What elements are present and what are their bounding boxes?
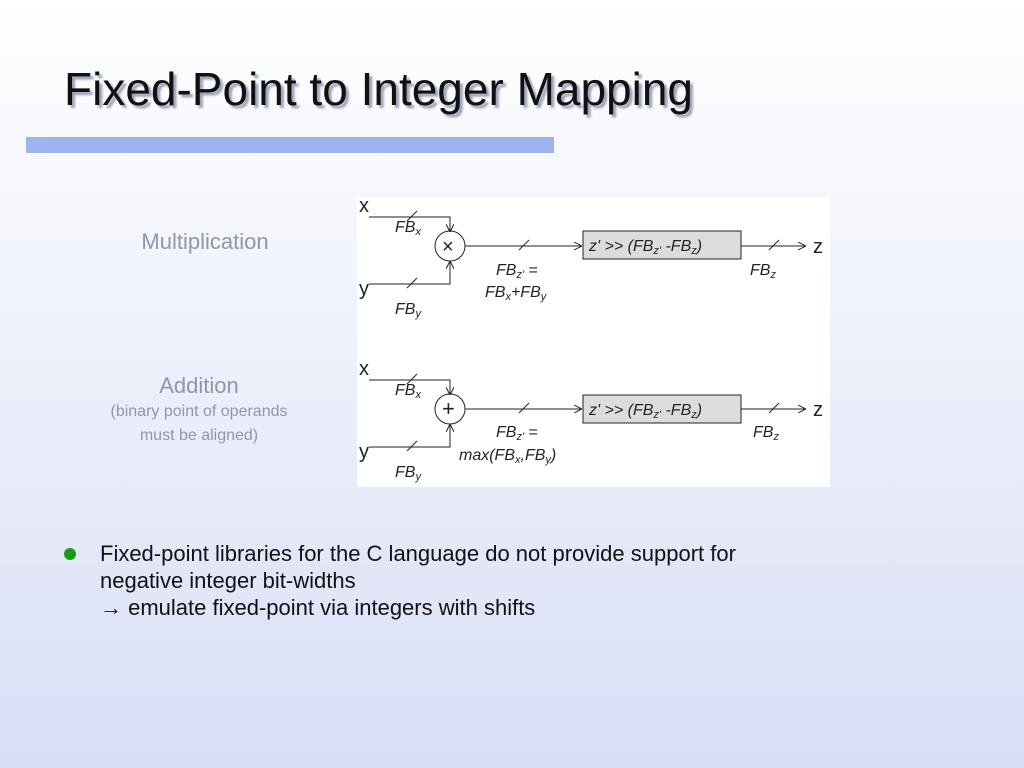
- mult-input-x: x: [359, 197, 369, 217]
- add-fb-y: FBy: [395, 464, 422, 483]
- addition-label: Addition: [159, 373, 239, 398]
- fixed-point-diagram: x y z × FBx FBy FBz' = FBx+FBy z' >> (FB…: [359, 195, 823, 483]
- plus-operator-icon: +: [442, 396, 455, 421]
- add-fbz-prime-label: FBz' =: [496, 424, 538, 443]
- bullet-line-1: Fixed-point libraries for the C language…: [100, 541, 736, 566]
- mult-y-wire: [369, 262, 450, 285]
- diagram-panel: x y z × FBx FBy FBz' = FBx+FBy z' >> (FB…: [357, 195, 830, 487]
- mult-fb-z: FBz: [750, 262, 776, 281]
- bullet-line-2: negative integer bit-widths: [100, 568, 356, 593]
- mult-formula: FBx+FBy: [485, 284, 548, 303]
- add-out-bit-tick: [768, 402, 780, 414]
- bullet-text: Fixed-point libraries for the C language…: [100, 540, 980, 621]
- bullet-line-3: → emulate fixed-point via integers with …: [100, 595, 536, 620]
- addition-note-line1: (binary point of operands: [110, 403, 288, 420]
- add-x-bit-tick: [406, 373, 418, 385]
- mult-shift-expression: z' >> (FBz' -FBz): [588, 238, 702, 257]
- add-shift-expression: z' >> (FBz' -FBz): [588, 402, 702, 421]
- mult-y-bit-tick: [406, 277, 418, 289]
- add-input-y: y: [359, 441, 369, 463]
- mult-mid-bit-tick: [518, 239, 530, 251]
- multiplication-diagram: [369, 210, 805, 289]
- multiply-operator-icon: ×: [442, 236, 454, 258]
- add-x-wire: [369, 379, 450, 394]
- mult-x-bit-tick: [406, 210, 418, 222]
- bullet-dot-icon: [64, 548, 76, 560]
- mult-shift-box: [582, 230, 742, 260]
- addition-note-line2: must be aligned): [139, 427, 259, 444]
- add-y-wire: [369, 425, 450, 448]
- title-underline-bar: [26, 137, 554, 153]
- slide-title: Fixed-Point to Integer Mapping: [64, 63, 694, 115]
- add-formula: max(FBx,FBy): [459, 447, 556, 466]
- mult-fbz-prime-label: FBz' =: [496, 262, 538, 281]
- add-mid-bit-tick: [518, 402, 530, 414]
- multiplication-label: Multiplication: [141, 229, 269, 254]
- add-y-bit-tick: [406, 440, 418, 452]
- mult-x-wire: [369, 216, 450, 231]
- add-fb-z: FBz: [753, 424, 779, 443]
- addition-diagram: [369, 373, 805, 452]
- mult-out-bit-tick: [768, 239, 780, 251]
- mult-output-z: z: [813, 236, 823, 258]
- mult-input-y: y: [359, 278, 369, 300]
- add-fb-x: FBx: [395, 382, 421, 401]
- add-input-x: x: [359, 358, 369, 380]
- mult-fb-y: FBy: [395, 301, 422, 320]
- add-output-z: z: [813, 399, 823, 421]
- mult-fb-x: FBx: [395, 219, 421, 238]
